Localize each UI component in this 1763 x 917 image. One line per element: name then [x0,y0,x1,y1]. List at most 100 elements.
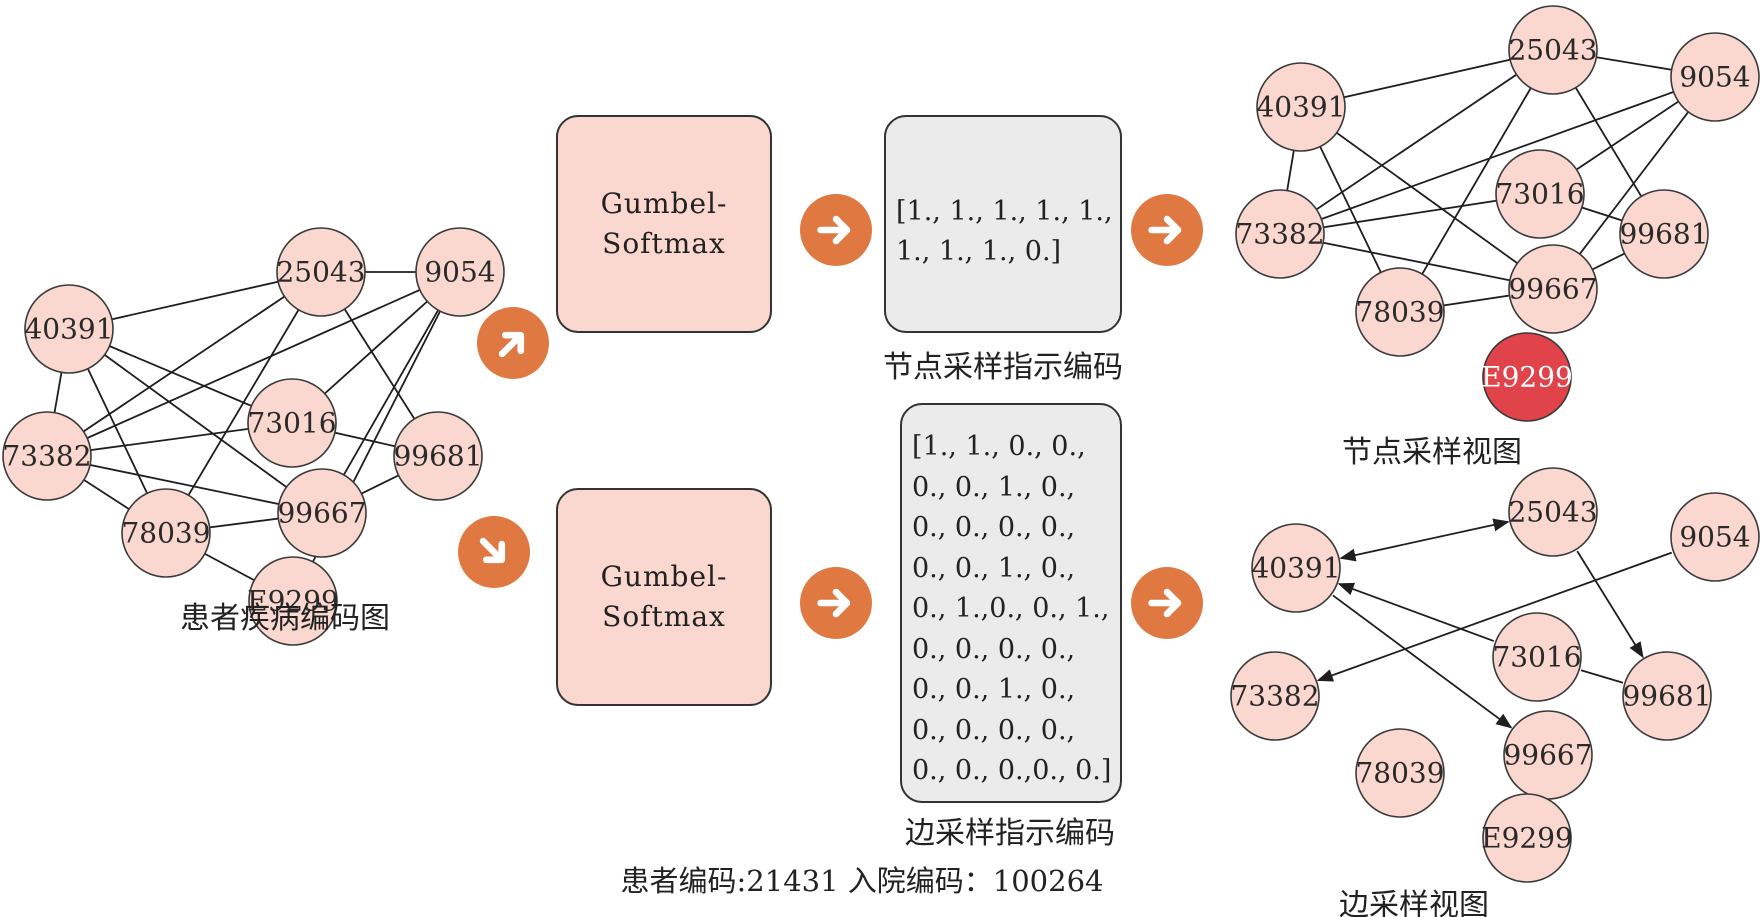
graph-edge [165,271,322,534]
node-circle [1235,189,1325,279]
node-label: E9299 [1481,361,1573,394]
arrow-bottom-vector-to-view [1131,567,1203,639]
node-label: 9054 [424,256,495,289]
graph-edge [1339,518,1510,562]
arrow-right-icon [498,331,525,358]
node-label: 25043 [276,256,365,289]
graph-node-e9299: E9299 [1481,332,1573,422]
graph-node-9054: 9054 [415,227,505,317]
edge-indicator-vector-box: [1., 1., 0., 0., 0., 0., 1., 0., 0., 0.,… [900,403,1122,803]
graph-edge [1316,551,1673,682]
edge-vector-line: 0., 0., 0., 0., [912,633,1076,665]
node-label: 40391 [24,313,113,346]
graph-node-40391: 40391 [1251,523,1341,613]
node-view-caption: 节点采样视图 [1342,435,1522,470]
edge-vector-line: 0., 1.,0., 0., 1., [912,593,1110,624]
node-label: 25043 [1508,34,1597,67]
patient-admission-footer: 患者编码:21431 入院编码：100264 [620,864,1104,898]
arrow-to-top-branch [462,292,564,394]
arrow-right-icon [479,537,506,564]
node-circle [1619,189,1709,279]
node-circle [1508,244,1598,334]
edge-vector-line: [1., 1., 0., 0., [912,431,1086,462]
gumbel-softmax-bottom: Gumbel-Softmax [556,488,772,706]
node-label: 78039 [1355,296,1444,329]
node-vector-line: [1., 1., 1., 1., 1., [896,196,1113,227]
node-label: 99681 [1619,218,1708,251]
node-circle [121,488,211,578]
graph-node-99681: 99681 [1619,189,1709,279]
edge-vector-line: 0., 0., 0., 0., [912,512,1076,543]
graph-edge [1279,76,1716,235]
graph-node-25043: 25043 [1508,467,1598,557]
graph-node-78039: 78039 [1355,267,1445,357]
node-label: 78039 [121,517,210,550]
graph-node-99681: 99681 [1622,651,1712,741]
graph-node-78039: 78039 [1355,728,1445,818]
arrow-right-icon [817,588,851,618]
graph-node-78039: 78039 [121,488,211,578]
node-label: 25043 [1508,496,1597,529]
node-circle [1495,149,1585,239]
graph-edge [1279,49,1554,235]
graph-node-9054: 9054 [1670,492,1760,582]
node-circle [415,227,505,317]
node-sampling-view-graph: 25043 9054 40391 73016 73382 99681 99667 78039E… [1235,5,1760,422]
gumbel-top-line1: Gumbel- [600,187,728,220]
gumbel-softmax-top: Gumbel-Softmax [556,115,772,333]
node-circle [248,556,338,646]
node-label: 99667 [1508,273,1597,306]
node-label: 73382 [2,440,91,473]
node-circle [276,227,366,317]
graph-node-99667: 99667 [277,468,367,558]
graph-node-73382: 73382 [1230,651,1320,741]
graph-edge [1337,582,1495,642]
node-circle [1355,267,1445,357]
node-circle [247,378,337,468]
graph-node-25043: 25043 [1508,5,1598,95]
node-indicator-vector-box: [1., 1., 1., 1., 1., 1., 1., 1., 0.] [884,115,1122,333]
node-label: E9299 [247,585,339,618]
node-label: 78039 [1355,757,1444,790]
node-circle [393,411,483,501]
node-label: 73382 [1230,680,1319,713]
graph-edge [321,271,461,514]
graph-edge [1300,106,1554,290]
arrow-to-bottom-branch [443,501,545,603]
node-label: 99681 [1622,680,1711,713]
graph-edge [1399,49,1554,313]
node-label: 73016 [1495,178,1584,211]
arrow-top-gumbel-to-vector [800,194,872,266]
node-circle [24,284,114,374]
node-label: E9299 [1481,822,1573,855]
node-circle [1492,612,1582,702]
edge-vector-line: 0., 0., 1., 0., [912,471,1076,503]
node-circle [1230,651,1320,741]
graph-node-99667: 99667 [1503,710,1593,800]
graph-edge [46,271,322,457]
graph-edge [1332,594,1513,729]
node-label: 9054 [1679,61,1750,94]
node-circle [1622,651,1712,741]
node-label: 40391 [1256,91,1345,124]
arrow-top-vector-to-view [1131,194,1203,266]
node-label: 73016 [1492,641,1581,674]
edge-vector-caption: 边采样指示编码 [905,816,1115,851]
node-circle [1508,467,1598,557]
edge-vector-line: 0., 0., 1., 0., [912,674,1076,705]
edge-view-caption: 边采样视图 [1339,888,1489,917]
edge-vector-line: 0., 0., 1., 0., [912,552,1076,584]
node-vector-line: 1., 1., 1., 0.] [896,236,1062,267]
arrow-right-icon [1148,215,1182,245]
graph-node-e9299: E9299 [247,556,339,646]
node-label: 73382 [1235,218,1324,251]
node-circle [1670,492,1760,582]
gumbel-bottom-line1: Gumbel- [600,560,728,593]
graph-node-40391: 40391 [24,284,114,374]
graph-edge [46,455,323,514]
graph-node-99667: 99667 [1508,244,1598,334]
node-circle [1670,32,1760,122]
